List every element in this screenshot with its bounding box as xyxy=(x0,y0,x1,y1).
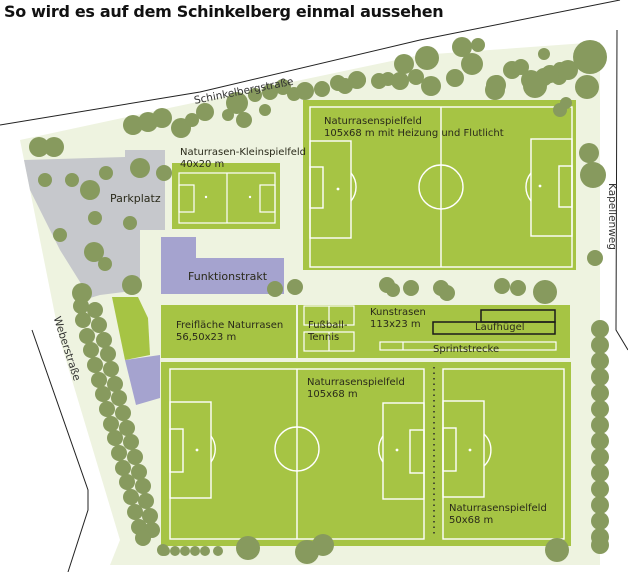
artificial-turf-name: Kunstrasen xyxy=(370,307,426,318)
top-field-name: Naturrasenspielfeld xyxy=(324,116,422,127)
green-strip xyxy=(112,297,150,360)
small-field-size: 40x20 m xyxy=(180,159,225,170)
west-building xyxy=(125,355,160,405)
footvolley-line2: Tennis xyxy=(308,332,340,343)
artificial-turf-size: 113x23 m xyxy=(370,319,421,330)
parking-label: Parkplatz xyxy=(110,192,161,205)
street-label-kapellenweg: Kapellenweg xyxy=(606,183,618,250)
east-tree-row xyxy=(591,336,609,554)
open-space-size: 56,50x23 m xyxy=(176,332,237,343)
trees xyxy=(29,37,609,564)
top-field-label: Naturrasenspielfeld 105x68 m mit Heizung… xyxy=(324,116,504,140)
running-hill xyxy=(432,309,556,335)
kapellenweg-road-line xyxy=(615,29,628,351)
weberstrasse-road-line xyxy=(31,329,89,572)
bottom-field-name: Naturrasenspielfeld xyxy=(307,377,405,388)
running-hill-label: Laufhügel xyxy=(475,322,525,333)
sprint-track-label: Sprintstrecke xyxy=(433,344,500,355)
bottom-fields-area xyxy=(161,362,571,546)
map-title: So wird es auf dem Schinkelberg einmal a… xyxy=(4,2,444,21)
small-field-name: Naturrasen-Kleinspielfeld xyxy=(180,147,307,158)
west-tree-rows xyxy=(73,298,169,556)
small-field xyxy=(172,163,280,229)
function-building-label: Funktionstrakt xyxy=(188,270,268,283)
schinkelbergstrasse-road-line xyxy=(0,0,621,126)
small-bottom-field-size: 50x68 m xyxy=(449,515,494,526)
small-field-label: Naturrasen-Kleinspielfeld 40x20 m xyxy=(180,147,306,171)
footvolley-line1: Fußball- xyxy=(308,320,348,331)
open-space xyxy=(161,305,296,358)
artificial-turf-label: Kunstrasen 113x23 m xyxy=(370,307,426,331)
footvolley-label: Fußball- Tennis xyxy=(308,320,347,344)
bottom-field-label: Naturrasenspielfeld 105x68 m xyxy=(307,377,405,401)
open-space-name: Freifläche Naturrasen xyxy=(176,320,284,331)
small-bottom-field-label: Naturrasenspielfeld 50x68 m xyxy=(449,503,547,527)
function-building xyxy=(161,237,284,294)
open-space-label: Freifläche Naturrasen 56,50x23 m xyxy=(176,320,283,344)
bottom-field-size: 105x68 m xyxy=(307,389,358,400)
small-bottom-field-name: Naturrasenspielfeld xyxy=(449,503,547,514)
top-field-size: 105x68 m mit Heizung und Flutlicht xyxy=(324,128,504,139)
